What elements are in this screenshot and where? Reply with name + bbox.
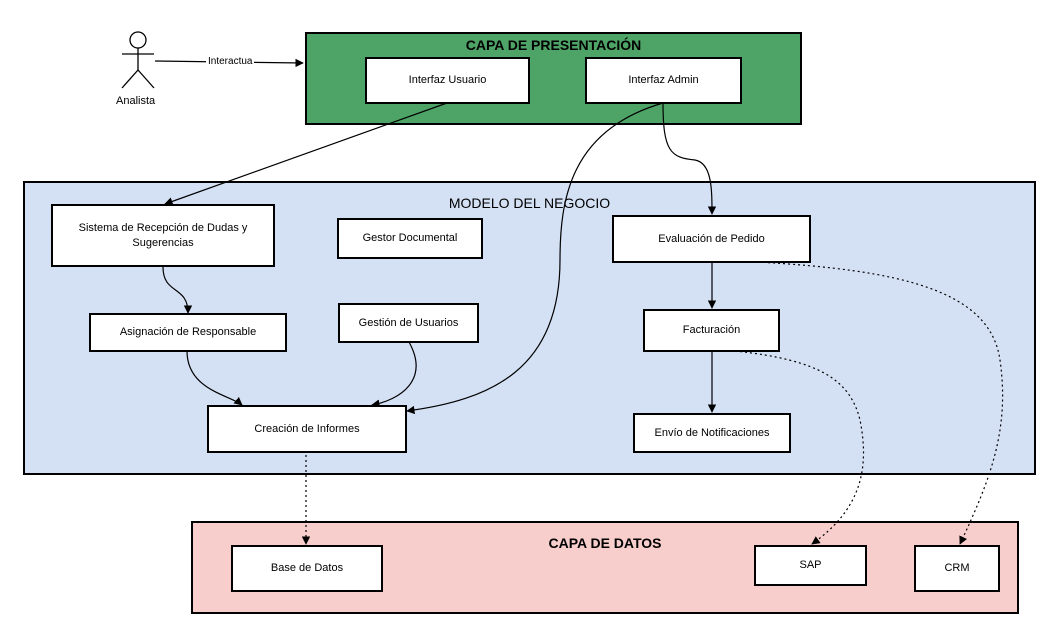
actor-label: Analista	[116, 95, 156, 107]
edge-gestion-usuarios-to-creacion-informes	[371, 341, 417, 408]
node-sistema-recepcion: Sistema de Recepción de Dudas y Sugerenc…	[51, 204, 275, 267]
edge-sistema-recepcion-to-asignacion	[162, 266, 193, 314]
node-gestor-documental: Gestor Documental	[337, 218, 483, 259]
business-layer-title: MODELO DEL NEGOCIO	[448, 195, 611, 211]
edge-interfaz-admin-to-creacion-informes	[406, 102, 664, 415]
node-interfaz-admin: Interfaz Admin	[585, 57, 742, 104]
presentation-layer-title: CAPA DE PRESENTACIÓN	[465, 37, 642, 53]
data-layer-title: CAPA DE DATOS	[548, 535, 662, 551]
edge-interfaz-usuario-to-sistema-recepcion	[164, 102, 448, 206]
node-crm: CRM	[914, 545, 1000, 592]
node-envio-notificaciones: Envío de Notificaciones	[633, 413, 791, 453]
edge-evaluacion-to-crm	[757, 261, 1004, 545]
edge-label-interactua: Interactua	[206, 56, 255, 67]
edge-asignacion-to-creacion-informes	[186, 350, 243, 406]
node-creacion-informes: Creación de Informes	[207, 405, 407, 453]
node-asignacion-responsable: Asignación de Responsable	[89, 313, 287, 352]
node-facturacion: Facturación	[643, 309, 780, 352]
node-sap: SAP	[754, 545, 867, 586]
node-gestion-usuarios: Gestión de Usuarios	[338, 303, 479, 343]
edge-interfaz-admin-to-evaluacion-pedido	[662, 102, 717, 215]
node-evaluacion-pedido: Evaluación de Pedido	[612, 215, 811, 263]
analyst-actor-icon	[121, 31, 155, 89]
node-interfaz-usuario: Interfaz Usuario	[365, 57, 530, 104]
node-base-datos: Base de Datos	[231, 545, 383, 592]
